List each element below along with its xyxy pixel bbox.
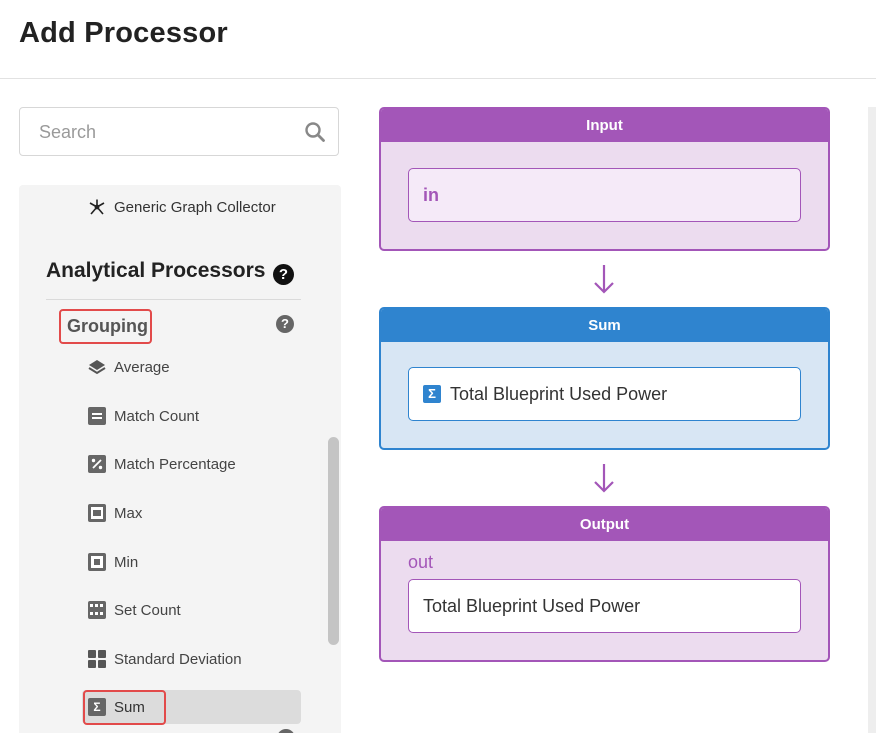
field-value: in — [423, 184, 439, 205]
list-item-label: Sum — [114, 698, 145, 716]
list-item-match-percentage[interactable]: Match Percentage — [88, 447, 236, 481]
field-value: Total Blueprint Used Power — [423, 595, 641, 616]
sigma-icon: Σ — [88, 698, 106, 716]
list-item-min[interactable]: Min — [88, 545, 138, 579]
graph-collector-icon — [88, 198, 106, 216]
sum-node[interactable]: Sum Σ Total Blueprint Used Power — [379, 307, 830, 450]
sum-field[interactable]: Σ Total Blueprint Used Power — [408, 367, 801, 421]
page-title: Add Processor — [19, 17, 228, 49]
processor-list[interactable]: Generic Graph Collector Analytical Proce… — [19, 185, 341, 733]
list-item-average[interactable]: Average — [88, 350, 170, 384]
search-icon[interactable] — [304, 121, 326, 143]
output-field[interactable]: Total Blueprint Used Power — [408, 579, 801, 633]
selected-row-background — [82, 690, 301, 724]
section-divider — [46, 299, 301, 300]
list-item-label: Max — [114, 504, 143, 522]
list-item-match-count[interactable]: Match Count — [88, 399, 199, 433]
list-item-label: Match Count — [114, 407, 200, 425]
min-icon — [88, 553, 106, 571]
search-input[interactable] — [39, 120, 289, 144]
search-box[interactable] — [19, 107, 339, 156]
list-item-standard-deviation[interactable]: Standard Deviation — [88, 642, 242, 676]
node-header: Input — [381, 109, 828, 142]
list-item-label: Match Percentage — [114, 455, 236, 473]
help-icon[interactable]: ? — [276, 315, 294, 333]
output-label: out — [408, 552, 434, 572]
help-icon[interactable]: ? — [273, 264, 294, 285]
node-header: Sum — [381, 309, 828, 342]
highlight-box — [83, 690, 166, 725]
list-item-label: Set Count — [114, 601, 181, 619]
list-item-label: Min — [114, 553, 139, 571]
arrow-down-icon — [594, 464, 614, 493]
grid-icon — [88, 650, 106, 668]
list-item-sum[interactable]: Σ Sum — [88, 690, 145, 724]
right-panel-edge — [868, 107, 876, 733]
layers-icon — [88, 358, 106, 376]
section-title: Analytical Processors — [46, 259, 266, 282]
highlight-box — [59, 309, 152, 344]
max-icon — [88, 504, 106, 522]
node-header: Output — [381, 508, 828, 541]
set-count-icon — [88, 601, 106, 619]
header: Add Processor — [0, 0, 876, 79]
field-value: Total Blueprint Used Power — [450, 383, 668, 404]
arrow-down-icon — [594, 265, 614, 294]
input-field[interactable]: in — [408, 168, 801, 222]
sigma-icon: Σ — [423, 385, 441, 403]
percent-icon — [88, 455, 106, 473]
equals-icon — [88, 407, 106, 425]
input-node[interactable]: Input in — [379, 107, 830, 251]
help-icon — [277, 729, 295, 733]
output-node[interactable]: Output out Total Blueprint Used Power — [379, 506, 830, 662]
scrollbar-thumb[interactable] — [328, 437, 339, 645]
list-item-generic-graph-collector[interactable]: Generic Graph Collector — [88, 190, 276, 224]
list-item-set-count[interactable]: Set Count — [88, 593, 181, 627]
list-item-label: Average — [114, 358, 170, 376]
list-item-label: Generic Graph Collector — [114, 198, 276, 216]
list-item-label: Standard Deviation — [114, 650, 242, 668]
group-title[interactable]: Grouping — [67, 316, 148, 336]
list-item-max[interactable]: Max — [88, 496, 142, 530]
